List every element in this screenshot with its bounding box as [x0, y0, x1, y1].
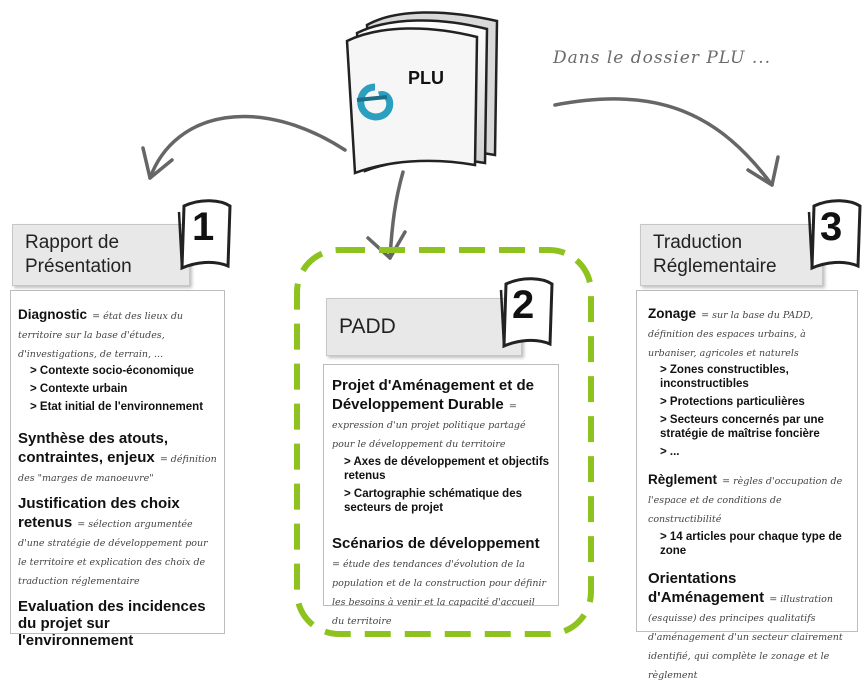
arrow-to-col3 — [553, 97, 774, 187]
list-item: > Secteurs concernés par une stratégie d… — [660, 414, 824, 440]
number-tab-icon — [807, 199, 862, 271]
projet-items: > Axes de développement et objectifs ret… — [332, 455, 550, 515]
plu-document-icon — [345, 11, 499, 175]
column-1-title: Rapport de Présentation — [12, 224, 190, 286]
diagnostic-items: > Contexte socio-économique > Contexte u… — [18, 364, 218, 414]
list-item: > Protections particulières — [660, 396, 805, 408]
padd-dashed-frame — [294, 247, 594, 637]
plu-label: PLU — [408, 68, 444, 88]
column-2-number: 2 — [512, 283, 535, 327]
list-item: > Axes de développement et objectifs ret… — [344, 456, 550, 482]
col2-content: Projet d'Aménagement et de Développement… — [332, 375, 550, 628]
list-item: > Zones constructibles, inconstructibles — [660, 364, 789, 390]
section-justification: Justification des choix retenus = sélect… — [18, 495, 208, 587]
section-evaluation: Evaluation des incidences du projet sur … — [18, 598, 206, 649]
col1-content: Diagnostic = état des lieux du territoir… — [18, 304, 218, 649]
column-1-number: 1 — [192, 205, 215, 249]
list-item: > ... — [660, 446, 680, 458]
list-item: > Etat initial de l'environnement — [30, 401, 204, 413]
column-rapport — [10, 290, 225, 634]
column-3-title: Traduction Réglementaire — [640, 224, 823, 286]
section-synthese: Synthèse des atouts, contraintes, enjeux… — [18, 430, 217, 484]
number-tab-icon — [177, 199, 232, 271]
col3-content: Zonage = sur la base du PADD, définition… — [648, 303, 853, 682]
arrow-to-col1 — [148, 114, 347, 180]
list-item: > Cartographie schématique des secteurs … — [344, 488, 522, 514]
list-item: > 14 articles pour chaque type de zone — [660, 531, 842, 557]
list-item: > Contexte urbain — [30, 383, 128, 395]
reglement-items: > 14 articles pour chaque type de zone — [648, 530, 853, 558]
section-orientations: Orientations d'Aménagement = illustratio… — [648, 570, 843, 681]
arrow-head-col3 — [746, 155, 780, 187]
column-3-number: 3 — [820, 205, 843, 249]
zonage-items: > Zones constructibles, inconstructibles… — [648, 363, 853, 459]
arrow-head-col1 — [141, 146, 174, 180]
column-padd — [323, 364, 559, 606]
number-tab-icon — [499, 277, 554, 349]
list-item: > Contexte socio-économique — [30, 365, 194, 377]
column-2-title: PADD — [326, 298, 522, 356]
section-zonage: Zonage = sur la base du PADD, définition… — [648, 306, 814, 359]
section-reglement: Règlement = règles d'occupation de l'esp… — [648, 472, 843, 525]
section-scenarios: Scénarios de développement = étude des t… — [332, 535, 547, 627]
section-projet: Projet d'Aménagement et de Développement… — [332, 377, 534, 450]
column-traduction — [636, 290, 858, 632]
tagline: Dans le dossier PLU ... — [553, 48, 772, 68]
section-diagnostic: Diagnostic = état des lieux du territoir… — [18, 307, 184, 360]
